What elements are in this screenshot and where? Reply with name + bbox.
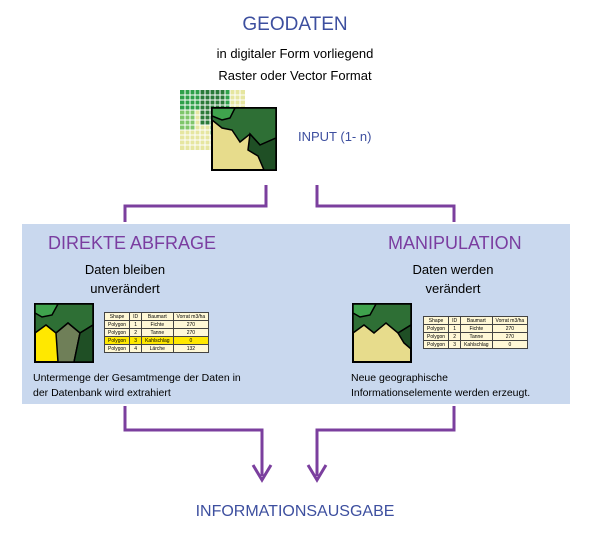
table-row: Polygon 4 Lärche 132	[103, 344, 210, 353]
manipulation-status-line-2: verändert	[425, 281, 481, 296]
direct-query-attribute-table: Shape ID Baumart Vorrat m3/ha Polygon 1 …	[103, 312, 210, 353]
manipulation-status-line-1: Daten werden	[412, 262, 494, 277]
table-cell: 132	[172, 344, 210, 353]
direct-query-heading: DIREKTE ABFRAGE	[48, 233, 217, 253]
table-cell: Kahlschlag	[460, 340, 493, 349]
direct-query-map-icon	[34, 303, 94, 363]
table-header-row: Shape ID Baumart Vorrat m3/ha	[103, 312, 210, 321]
manipulation-attribute-table: Shape ID Baumart Vorrat m3/ha Polygon 1 …	[422, 316, 529, 349]
direct-query-description-line-2: der Datenbank wird extrahiert	[33, 387, 171, 399]
manipulation-description-line-2: Informationselemente werden erzeugt.	[351, 387, 531, 399]
subtitle-line-1: in digitaler Form vorliegend	[216, 46, 374, 61]
input-label: INPUT (1- n)	[298, 129, 372, 144]
table-cell: Lärche	[141, 344, 174, 353]
page-title: GEODATEN	[242, 14, 348, 35]
direct-query-status-line-1: Daten bleiben	[84, 262, 166, 277]
table-row: Polygon 3 Kahlschlag 0	[422, 340, 529, 349]
output-label: INFORMATIONSAUSGABE	[195, 503, 395, 520]
table-cell: Polygon	[103, 344, 131, 353]
input-map-icon	[180, 90, 277, 171]
table-row-highlighted: Polygon 3 Kahlschlag 0	[103, 336, 210, 345]
manipulation-heading: MANIPULATION	[388, 233, 522, 253]
vector-map-graphic	[211, 107, 277, 171]
subtitle-line-2: Raster oder Vector Format	[218, 68, 372, 83]
manipulation-description-line-1: Neue geographische	[351, 372, 448, 384]
direct-query-status-line-2: unverändert	[90, 281, 160, 296]
table-cell: 0	[491, 340, 529, 349]
table-cell: Polygon	[422, 340, 450, 349]
direct-query-description-line-1: Untermenge der Gesamtmenge der Daten in	[33, 372, 241, 384]
manipulation-map-icon	[352, 303, 412, 363]
